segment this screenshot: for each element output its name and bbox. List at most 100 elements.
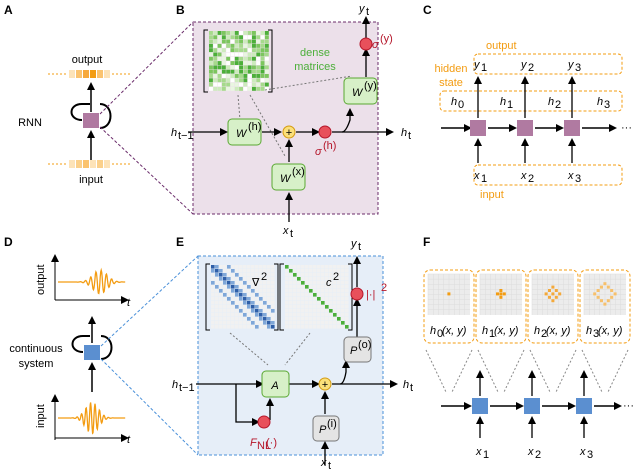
matrix-cell (333, 269, 337, 273)
matrix-cell (252, 43, 256, 48)
matrix-cell (337, 273, 341, 277)
matrix-cell (221, 52, 226, 57)
matrix-cell (251, 321, 255, 325)
panel-a-input-label: input (79, 174, 103, 186)
matrix-cell (243, 301, 247, 305)
matrix-cell (285, 273, 289, 277)
matrix-cell (239, 285, 243, 289)
matrix-cell (213, 82, 218, 87)
laplacian-sup: 2 (261, 271, 267, 283)
matrix-cell (289, 305, 293, 309)
matrix-cell (260, 52, 265, 57)
matrix-cell (289, 293, 293, 297)
matrix-cell (260, 69, 265, 74)
matrix-cell (235, 265, 239, 269)
matrix-cell (226, 48, 231, 53)
matrix-cell (231, 313, 235, 317)
matrix-cell (259, 273, 263, 277)
matrix-cell (211, 305, 215, 309)
h-label: h (451, 96, 457, 108)
matrix-cell (297, 265, 301, 269)
matrix-cell (211, 265, 215, 269)
matrix-cell (255, 321, 259, 325)
wave-dot (548, 295, 551, 299)
matrix-cell (333, 297, 337, 301)
matrix-cell (337, 285, 341, 289)
matrix-cell (333, 317, 337, 321)
matrix-cell (243, 289, 247, 293)
matrix-cell (227, 265, 231, 269)
matrix-cell (217, 35, 222, 40)
a-box (261, 370, 290, 398)
matrix-cell (243, 273, 247, 277)
matrix-cell (211, 277, 215, 281)
matrix-cell (259, 289, 263, 293)
matrix-cell (297, 317, 301, 321)
matrix-cell (271, 297, 275, 301)
matrix-cell (271, 277, 275, 281)
matrix-cell (293, 321, 297, 325)
matrix-cell (297, 297, 301, 301)
matrix-cell (239, 269, 243, 273)
matrix-cell (223, 269, 227, 273)
matrix-cell (219, 313, 223, 317)
matrix-cell (235, 277, 239, 281)
matrix-cell (289, 285, 293, 289)
panel-d-output-label: output (35, 264, 47, 295)
w-h-box (227, 118, 262, 146)
matrix-cell (219, 301, 223, 305)
matrix-cell (247, 281, 251, 285)
matrix-cell (255, 317, 259, 321)
matrix-cell (227, 273, 231, 277)
matrix-cell (321, 313, 325, 317)
matrix-cell (301, 297, 305, 301)
matrix-cell (223, 273, 227, 277)
matrix-cell (285, 317, 289, 321)
matrix-cell (209, 39, 213, 44)
matrix-cell (231, 285, 235, 289)
matrix-cell (325, 325, 329, 329)
matrix-cell (235, 269, 239, 273)
matrix-cell (256, 35, 261, 40)
matrix-cell (251, 297, 255, 301)
matrix-cell (209, 35, 213, 40)
matrix-cell (247, 56, 252, 61)
matrix-cell (264, 61, 269, 65)
matrix-cell (234, 61, 239, 65)
matrix-cell (341, 269, 345, 273)
w-x-label: W (280, 173, 292, 185)
e-sum-symbol: + (322, 379, 328, 391)
connector (607, 349, 629, 393)
h-label: h (548, 96, 554, 108)
matrix-cell (221, 48, 226, 53)
matrix-cell (341, 285, 345, 289)
matrix-cell (226, 69, 231, 74)
matrix-cell (221, 74, 226, 78)
matrix-cell (264, 48, 269, 53)
y-out-label: y (358, 3, 366, 15)
matrix-cell (255, 297, 259, 301)
matrix-cell (217, 65, 222, 70)
continuous-cell (84, 345, 100, 360)
matrix-cell (313, 285, 317, 289)
matrix-cell (215, 273, 219, 277)
matrix-cell (293, 317, 297, 321)
e-h-next-sub: t (410, 382, 413, 394)
matrix-cell (256, 56, 261, 61)
matrix-cell (263, 321, 267, 325)
matrix-cell (252, 39, 256, 44)
matrix-cell (247, 317, 251, 321)
matrix-cell (305, 309, 309, 313)
matrix-cell (209, 69, 213, 74)
matrix-cell (227, 297, 231, 301)
e-x-sub: t (328, 460, 331, 470)
connector (555, 349, 577, 393)
matrix-cell (230, 65, 235, 70)
matrix-cell (243, 317, 247, 321)
matrix-cell (267, 305, 271, 309)
h-sub: 2 (555, 99, 561, 111)
h-sub: 0 (437, 328, 443, 340)
matrix-cell (297, 273, 301, 277)
matrix-cell (264, 39, 269, 44)
matrix-cell (301, 269, 305, 273)
